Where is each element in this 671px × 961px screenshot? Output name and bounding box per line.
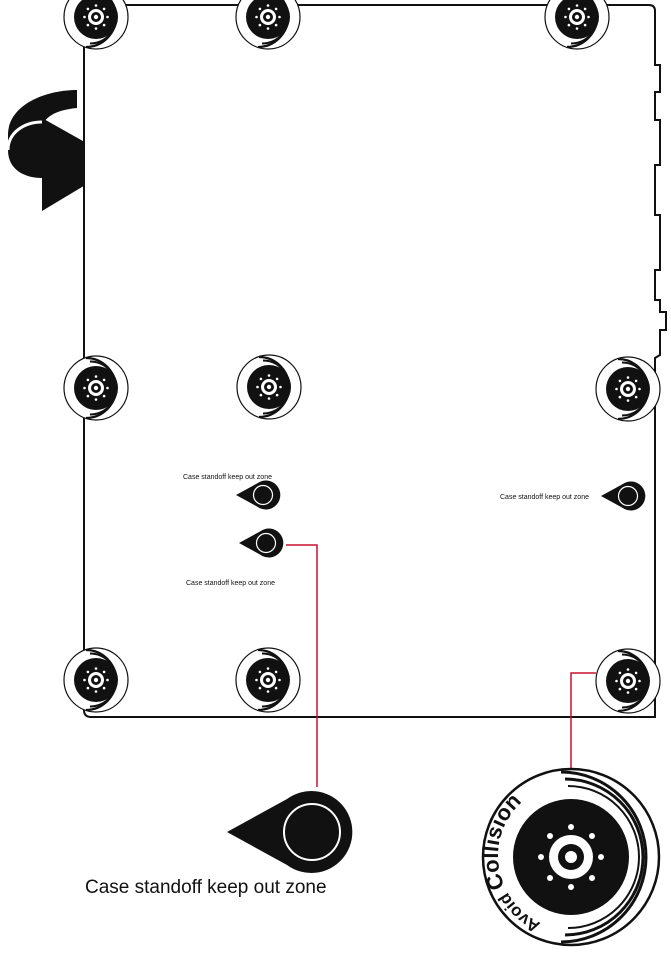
rotate-arrow-icon (6, 90, 122, 211)
standoff-marker-bottom-right (594, 647, 662, 715)
board-outline (83, 4, 667, 718)
keepout-legend-marker (227, 791, 353, 873)
keepout-label-2: Case standoff keep out zone (186, 580, 275, 587)
keepout-label-1: Case standoff keep out zone (183, 474, 272, 481)
avoid-collision-legend-marker: Collision Avoid (478, 767, 661, 947)
keepout-label-3: Case standoff keep out zone (500, 494, 589, 501)
standoff-marker-bottom-mid (234, 646, 302, 714)
keepout-legend-label: Case standoff keep out zone (85, 877, 327, 898)
standoff-marker-mid-right (594, 355, 662, 423)
standoff-marker-mid-center (235, 353, 303, 421)
leader-line-collision (570, 672, 596, 770)
standoff-marker-mid-left (62, 354, 130, 422)
standoff-marker-bottom-left (62, 646, 130, 714)
leader-line-keepout (286, 544, 318, 787)
keepout-marker-3 (601, 481, 646, 511)
keepout-marker-1 (236, 480, 281, 510)
keepout-marker-2 (239, 528, 284, 558)
